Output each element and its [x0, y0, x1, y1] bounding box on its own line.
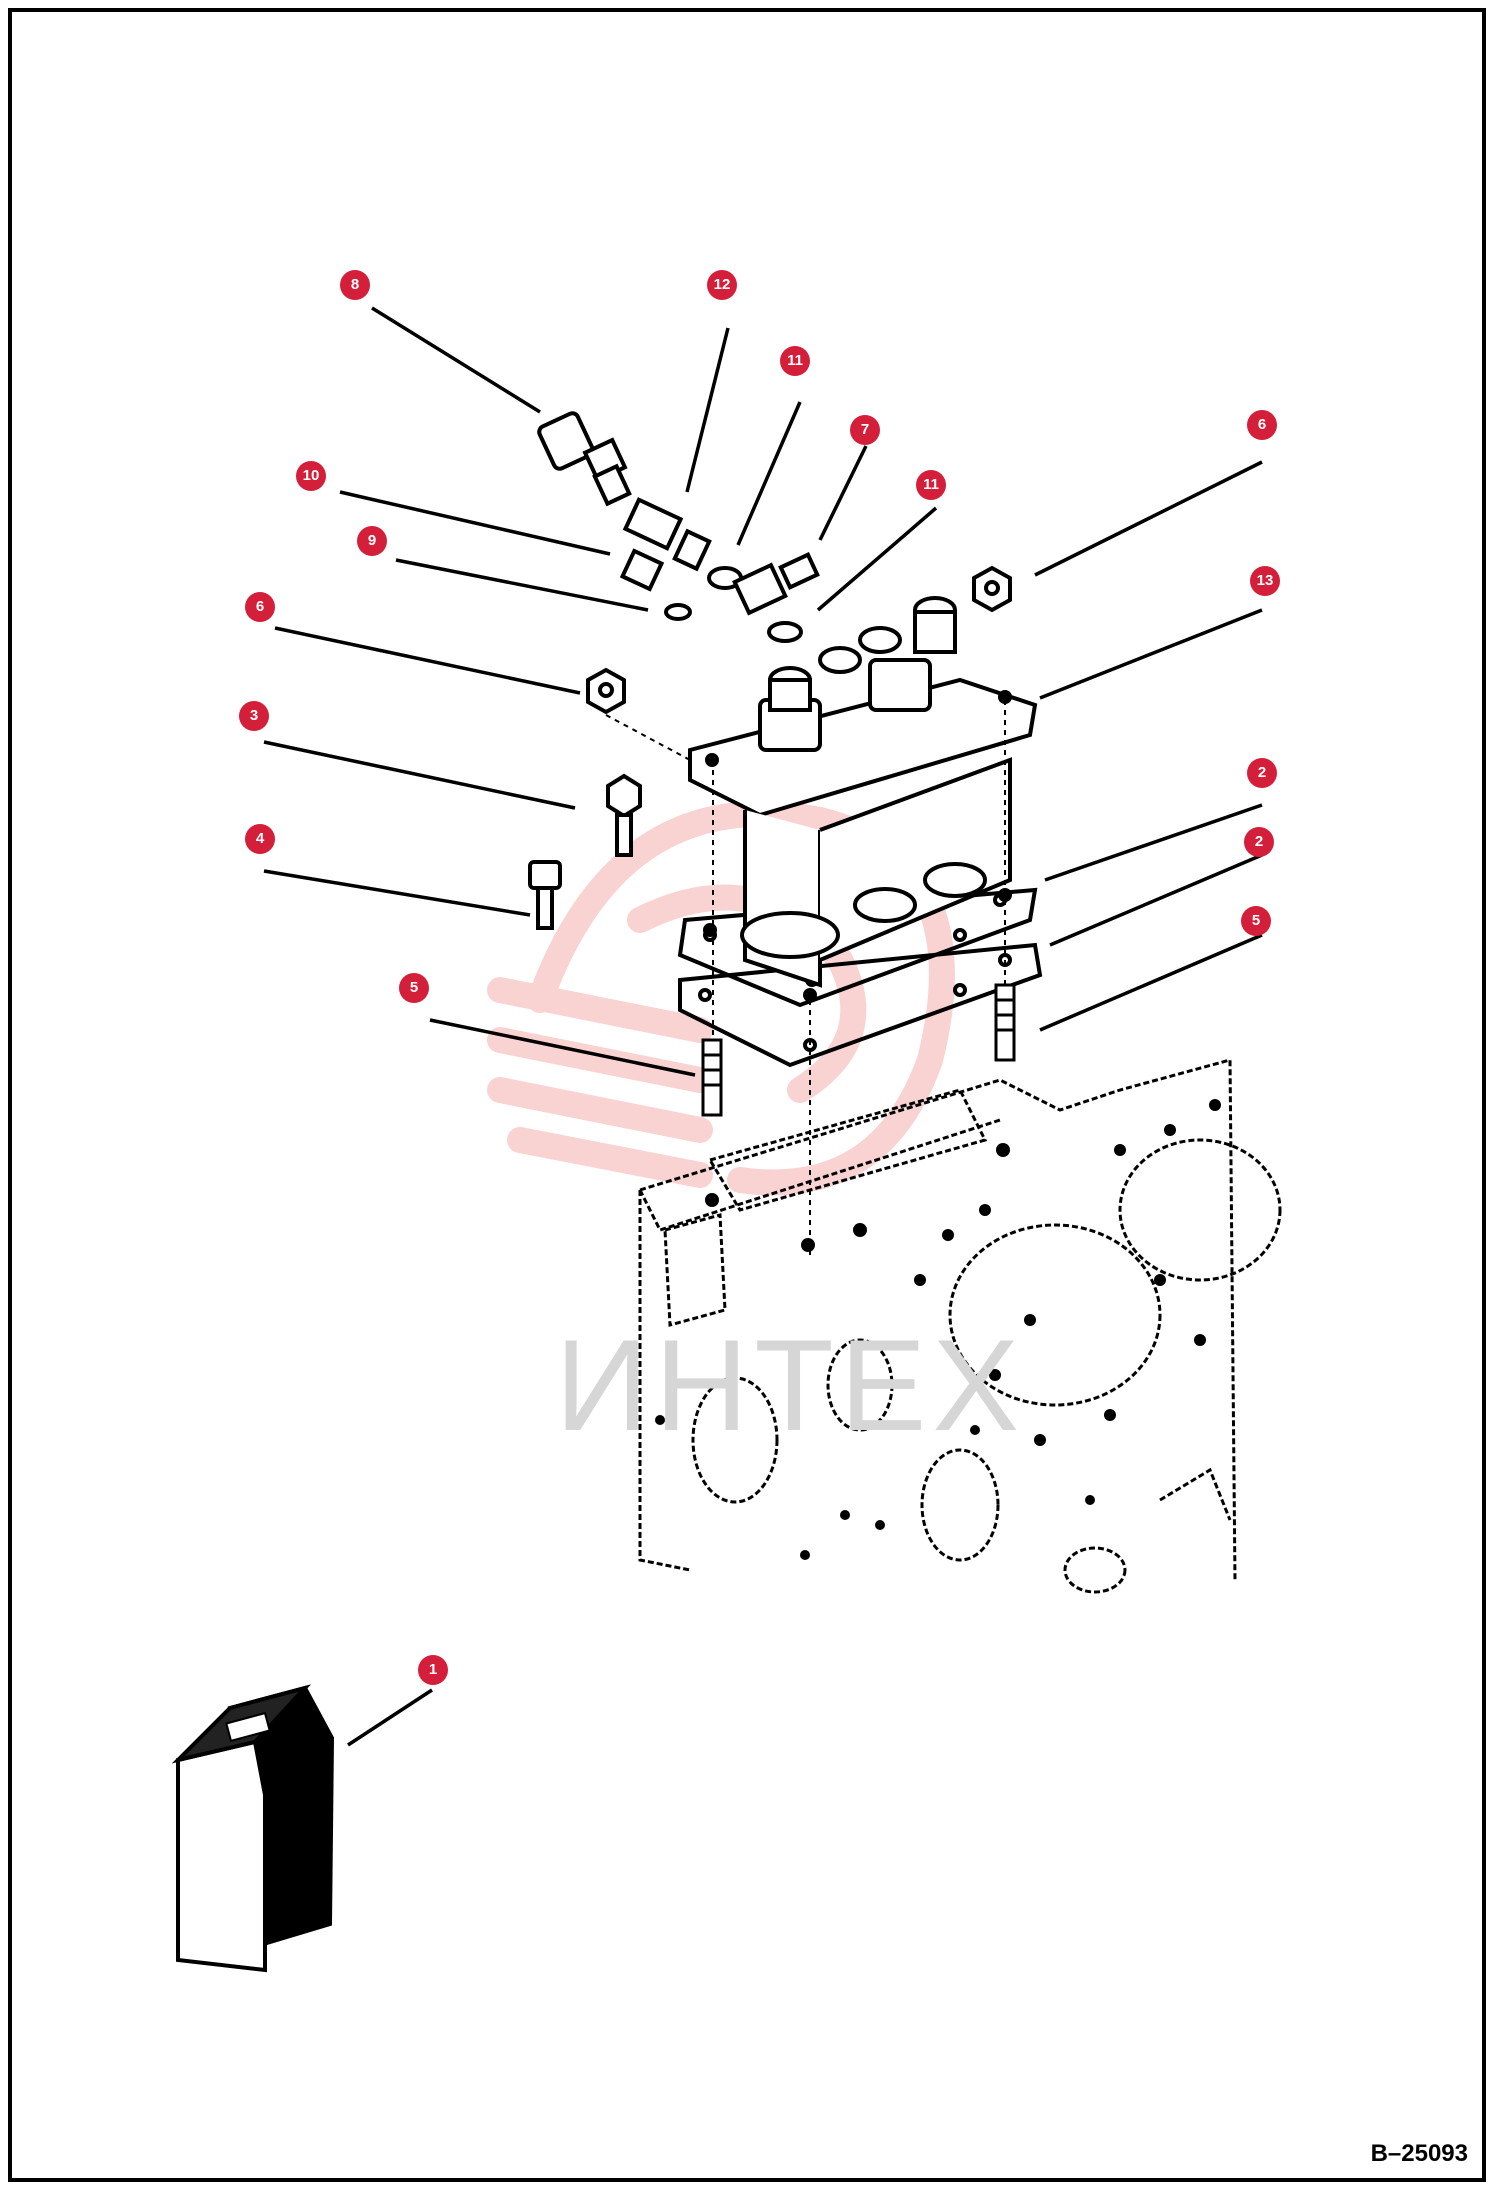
nut-left: [586, 667, 626, 715]
callout-11: 11: [780, 346, 810, 376]
bolt: [606, 773, 642, 857]
delivery-valve-assembly: [537, 411, 820, 643]
callout-8: 8: [340, 270, 370, 300]
injection-pump: [688, 596, 1038, 988]
callout-5: 5: [399, 973, 429, 1003]
callout-1: 1: [418, 1655, 448, 1685]
service-manual-box: [171, 1684, 335, 1973]
callout-6: 6: [1247, 410, 1277, 440]
callout-3: 3: [239, 701, 269, 731]
nut-right: [972, 565, 1012, 613]
callout-2: 2: [1244, 827, 1274, 857]
callout-10: 10: [296, 461, 326, 491]
callout-2: 2: [1247, 758, 1277, 788]
leader-lines: [263, 306, 1263, 1747]
callout-7: 7: [850, 415, 880, 445]
drawing-number: B–25093: [1370, 2140, 1468, 2167]
engine-block-holes: [655, 1099, 1221, 1560]
callout-6: 6: [245, 592, 275, 622]
stud-right: [994, 983, 1016, 1062]
screw: [528, 860, 562, 930]
engine-block: [638, 1058, 1282, 1594]
callout-12: 12: [707, 270, 737, 300]
callout-11: 11: [916, 470, 946, 500]
callout-4: 4: [245, 824, 275, 854]
callout-13: 13: [1250, 566, 1280, 596]
guide-lines: [605, 700, 1006, 1260]
stud-left: [701, 1038, 723, 1117]
watermark-text: ИНТЕХ: [555, 1312, 1026, 1458]
callout-9: 9: [357, 526, 387, 556]
callout-5: 5: [1241, 906, 1271, 936]
